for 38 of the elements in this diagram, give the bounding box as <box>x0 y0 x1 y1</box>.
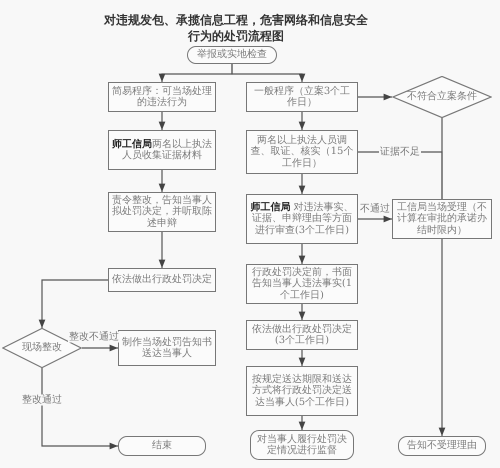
process-box: 简易程序：可当场处理的违法行为 <box>108 82 216 112</box>
arrow <box>298 304 306 320</box>
arrow <box>298 416 306 430</box>
terminal-box: 告知不受理理由 <box>398 436 486 456</box>
process-box: 责令整改，告知当事人拟处罚决定，并听取陈述申辩 <box>108 192 216 232</box>
arrow <box>298 244 306 264</box>
arrow <box>158 232 166 268</box>
arrow <box>358 216 392 222</box>
arrow <box>231 64 306 82</box>
process-box: 制作当场处罚告知书送达当事人 <box>118 330 216 366</box>
arrow <box>298 174 306 194</box>
process-box: 行政处罚决定前，书面告知当事人违法事实(1个工作日) <box>246 264 358 304</box>
terminal-box: 举报或实地检查 <box>187 46 277 64</box>
process-box: 依法做出行政处罚决定(3个工作日) <box>246 320 358 350</box>
process-box: 按规定送达期限和送达方式将行政处罚决定送达当事人(5个工作日) <box>246 366 358 416</box>
decision-diamond: 不符合立案条件 <box>392 76 492 118</box>
terminal-box: 结束 <box>118 436 206 456</box>
process-box: 依法做出行政处罚决定 <box>108 268 216 292</box>
edge-label: 整改不通过 <box>68 332 120 342</box>
diagram-title: 对违规发包、承揽信息工程，危害网络和信息安全行为的处罚流程图 <box>102 12 369 44</box>
arrow <box>158 112 166 130</box>
arrow <box>38 279 108 328</box>
edge-label: 证据不足 <box>379 146 421 158</box>
edge-label: 整改通过 <box>21 394 63 406</box>
arrow <box>358 94 392 100</box>
process-box: 一般程序（立案3个工作日） <box>246 82 358 112</box>
arrow <box>158 170 166 192</box>
process-box: 师工信局 对违法事实、证据、申辩理由等方面进行审查(3个工作日) <box>246 194 358 244</box>
process-box: 师工信局两名以上执法人员收集证据材料 <box>108 130 216 170</box>
process-box: 工信局当场受理（不计算在审批的承诺办结时限内） <box>392 199 492 239</box>
terminal-box: 对当事人履行处罚决定情况进行监督 <box>250 430 354 460</box>
arrow <box>41 368 118 450</box>
arrow <box>82 344 118 352</box>
arrow <box>298 350 306 366</box>
arrow <box>298 112 306 130</box>
process-box: 两名以上执法人员调查、取证、核实（15个工作日） <box>246 130 358 174</box>
arrow <box>438 239 446 436</box>
edge-label: 不通过 <box>359 204 391 214</box>
